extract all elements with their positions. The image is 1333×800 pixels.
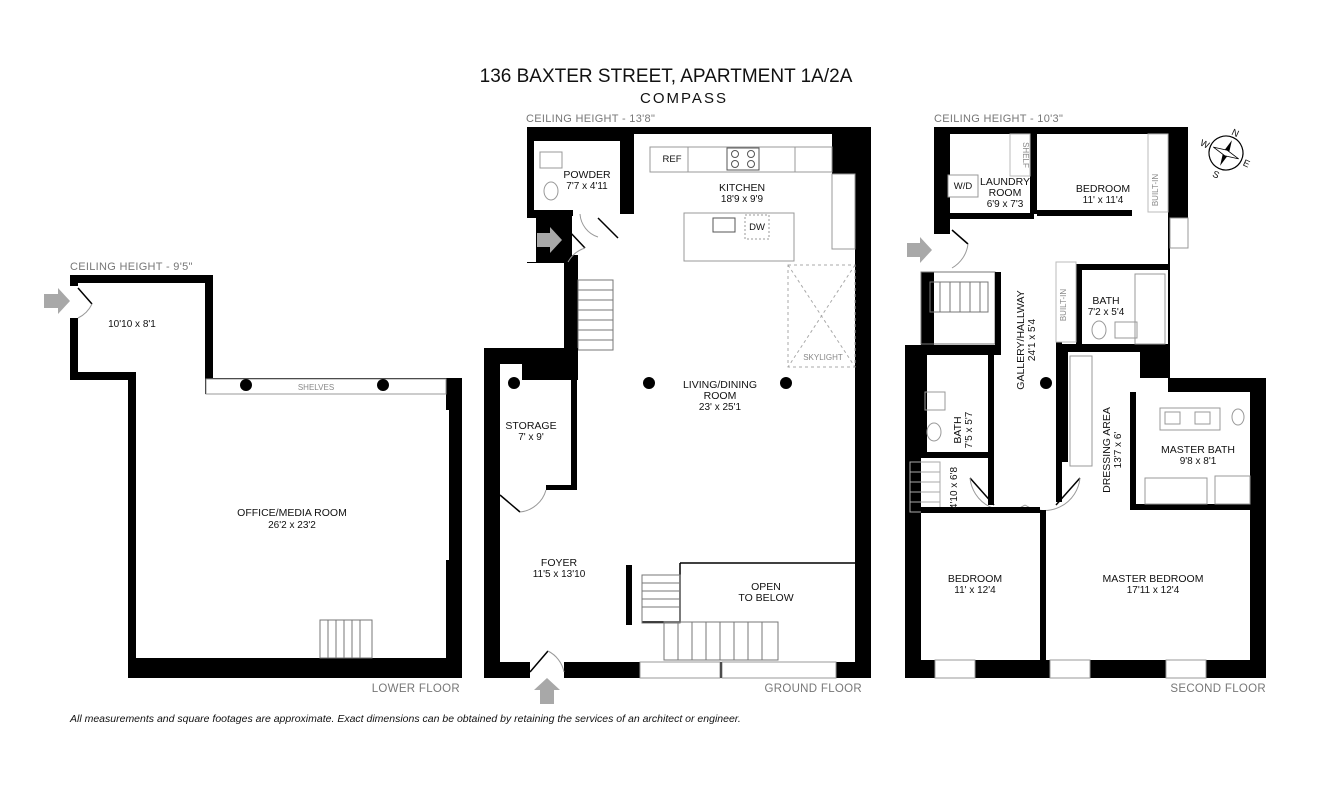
second-ceiling-height: CEILING HEIGHT - 10'3" [934, 113, 1063, 125]
foyer-dims: 11'5 x 13'10 [533, 569, 586, 580]
ground-side-entry-arrow [537, 227, 562, 253]
gallery-dims: 24'1 x 5'4 [1027, 318, 1038, 361]
lower-ceiling-height: CEILING HEIGHT - 9'5" [70, 261, 193, 273]
property-title: 136 BAXTER STREET, APARTMENT 1A/2A [480, 66, 853, 87]
second-floor-label: SECOND FLOOR [1170, 683, 1266, 695]
open-below-1: OPEN [751, 581, 781, 593]
storage-dims: 7' x 9' [518, 432, 544, 443]
lower-entry-arrow [44, 288, 70, 314]
compass-n: N [1230, 127, 1241, 140]
open-below-2: TO BELOW [738, 592, 793, 604]
column [508, 377, 520, 389]
powder-dims: 7'7 x 4'11 [566, 181, 608, 192]
disclaimer-text: All measurements and square footages are… [70, 713, 741, 725]
builtin-label-gallery: BUILT-IN [1059, 289, 1068, 322]
dressing-name: DRESSING AREA [1101, 407, 1113, 493]
lower-floor-plan: CEILING HEIGHT - 9'5" SHELVES 10'10 x 8'… [44, 261, 462, 695]
laundry-dims: 6'9 x 7'3 [987, 199, 1024, 210]
bath1-dims: 7'2 x 5'4 [1088, 307, 1125, 318]
column [780, 377, 792, 389]
bedroom2-dims: 11' x 12'4 [954, 585, 996, 596]
living-dims: 23' x 25'1 [699, 402, 742, 413]
bath1-name: BATH [1092, 295, 1119, 307]
bath2-name: BATH [952, 416, 964, 443]
master-bedroom-dims: 17'11 x 12'4 [1127, 585, 1180, 596]
bath2-dims: 7'5 x 5'7 [964, 411, 975, 448]
ground-front-entry-arrow [534, 678, 560, 704]
column [377, 379, 389, 391]
laundry-name-1: LAUNDRY [980, 176, 1030, 188]
brand-logo: COMPASS [640, 90, 728, 107]
column [240, 379, 252, 391]
compass-s: S [1210, 169, 1220, 182]
powder-name: POWDER [563, 169, 611, 181]
compass-rose-icon: N S E W [1198, 127, 1251, 182]
second-floor-plan: CEILING HEIGHT - 10'3" W/D SHELF BUILT-I… [905, 113, 1266, 695]
bedroom1-dims: 11' x 11'4 [1083, 195, 1124, 206]
compass-e: E [1241, 158, 1251, 171]
dw-label: DW [749, 222, 765, 233]
skylight-label: SKYLIGHT [803, 353, 843, 362]
bedroom2-name: BEDROOM [948, 573, 1002, 585]
closet-dims: 4'10 x 6'8 [949, 466, 960, 509]
column [643, 377, 655, 389]
lower-entry-dims: 10'10 x 8'1 [108, 319, 156, 330]
master-bath-name: MASTER BATH [1161, 444, 1235, 456]
column [1040, 377, 1052, 389]
laundry-name-2: ROOM [989, 187, 1022, 199]
storage-name: STORAGE [505, 420, 556, 432]
dressing-dims: 13'7 x 6' [1113, 432, 1124, 469]
bedroom1-name: BEDROOM [1076, 183, 1130, 195]
ground-floor-plan: CEILING HEIGHT - 13'8" REF DW [484, 113, 871, 704]
builtin-label-bedroom: BUILT-IN [1151, 174, 1160, 207]
lower-shelves-label: SHELVES [298, 383, 334, 392]
office-room-dims: 26'2 x 23'2 [268, 520, 316, 531]
compass-w: W [1198, 138, 1211, 152]
lower-stair [319, 619, 373, 659]
shelf-label: SHELF [1021, 142, 1030, 168]
ground-down-stair [641, 574, 779, 661]
wd-label: W/D [954, 181, 973, 192]
gallery-name: GALLERY/HALLWAY [1015, 290, 1027, 389]
foyer-name: FOYER [541, 557, 578, 569]
master-bedroom-name: MASTER BEDROOM [1103, 573, 1204, 585]
ground-ceiling-height: CEILING HEIGHT - 13'8" [526, 113, 655, 125]
kitchen-dims: 18'9 x 9'9 [721, 194, 764, 205]
living-name-1: LIVING/DINING [683, 379, 757, 391]
ground-floor-label: GROUND FLOOR [764, 683, 862, 695]
ground-stair [577, 279, 614, 351]
office-room-name: OFFICE/MEDIA ROOM [237, 507, 347, 519]
lower-floor-label: LOWER FLOOR [372, 683, 460, 695]
kitchen-name: KITCHEN [719, 182, 765, 194]
master-bath-dims: 9'8 x 8'1 [1180, 456, 1217, 467]
second-entry-arrow [907, 237, 932, 263]
living-name-2: ROOM [704, 390, 737, 402]
ref-label: REF [663, 154, 682, 165]
